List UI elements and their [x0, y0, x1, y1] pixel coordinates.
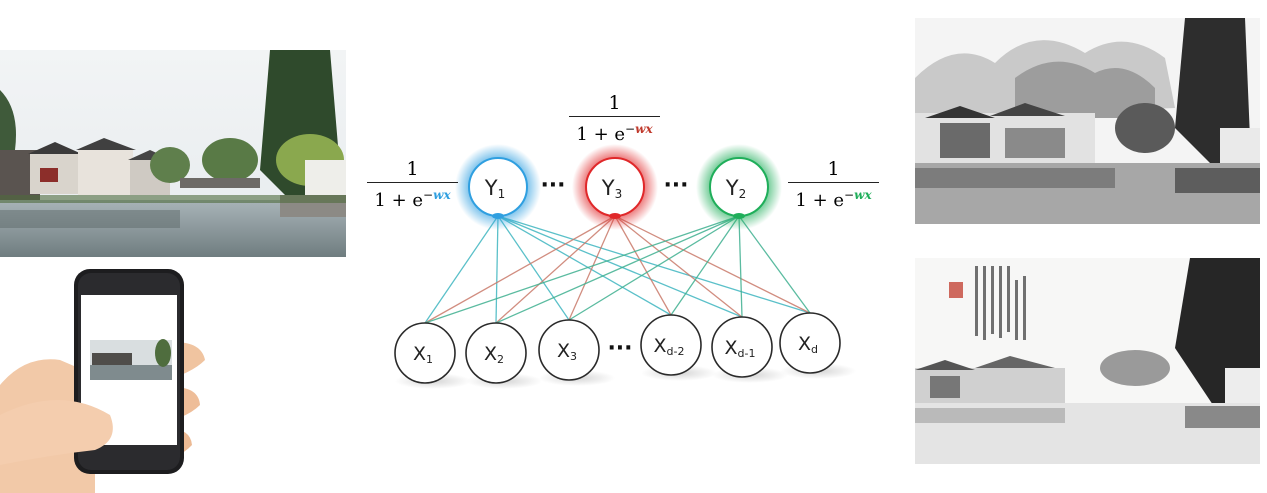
ink-wash-style-photo	[915, 258, 1260, 464]
input-node-x3: X3	[538, 319, 615, 386]
original-landscape-photo	[0, 50, 346, 257]
formula-denominator: 1 + e	[374, 190, 424, 211]
edge-y3-x2	[495, 215, 616, 324]
formula-exponent: wx	[433, 188, 451, 202]
edge-y3-x3	[568, 215, 616, 321]
edge-y3-x1	[424, 215, 616, 324]
edge-y2-xd1	[738, 215, 743, 318]
activation-formula-left: 1 1 + e−wx	[365, 158, 460, 213]
edge-y1-x2	[495, 215, 499, 324]
formula-denominator: 1 + e	[576, 124, 626, 145]
edge-y2-xd	[738, 215, 811, 314]
formula-numerator: 1	[608, 92, 621, 114]
output-node-y3: Y3	[572, 144, 658, 230]
ellipsis-3: ···	[607, 336, 632, 361]
phone-in-hand-illustration	[0, 265, 215, 493]
ellipsis-1: ···	[540, 173, 565, 198]
formula-numerator: 1	[406, 158, 419, 180]
input-node-xd2: Xd-2	[640, 314, 717, 381]
formula-exponent: wx	[635, 122, 653, 136]
edge-y1-xd1	[497, 215, 743, 318]
edge-y3-xd2	[614, 215, 672, 316]
ellipsis-2: ···	[663, 173, 688, 198]
edge-y2-x2	[495, 215, 740, 324]
output-node-y1: Y1	[455, 144, 541, 230]
edge-y1-xd2	[497, 215, 672, 316]
sketch-style-photo	[915, 18, 1260, 224]
formula-exponent: wx	[854, 188, 872, 202]
edge-y1-xd	[497, 215, 811, 314]
input-node-x1: X1	[394, 322, 471, 389]
input-node-xd1: Xd-1	[711, 316, 788, 383]
edge-y3-xd	[614, 215, 811, 314]
activation-formula-center: 1 1 + e−wx	[567, 92, 662, 147]
edge-y2-x1	[424, 215, 740, 324]
input-node-xd: Xd	[779, 312, 856, 379]
edge-y2-x3	[568, 215, 740, 321]
input-node-x2: X2	[465, 322, 542, 389]
edge-y2-xd2	[670, 215, 740, 316]
formula-denominator: 1 + e	[795, 190, 845, 211]
activation-formula-right: 1 1 + e−wx	[786, 158, 881, 213]
output-node-y2: Y2	[696, 144, 782, 230]
edge-y1-x3	[497, 215, 570, 321]
edge-y1-x1	[424, 215, 499, 324]
edge-y3-xd1	[614, 215, 743, 318]
formula-numerator: 1	[827, 158, 840, 180]
